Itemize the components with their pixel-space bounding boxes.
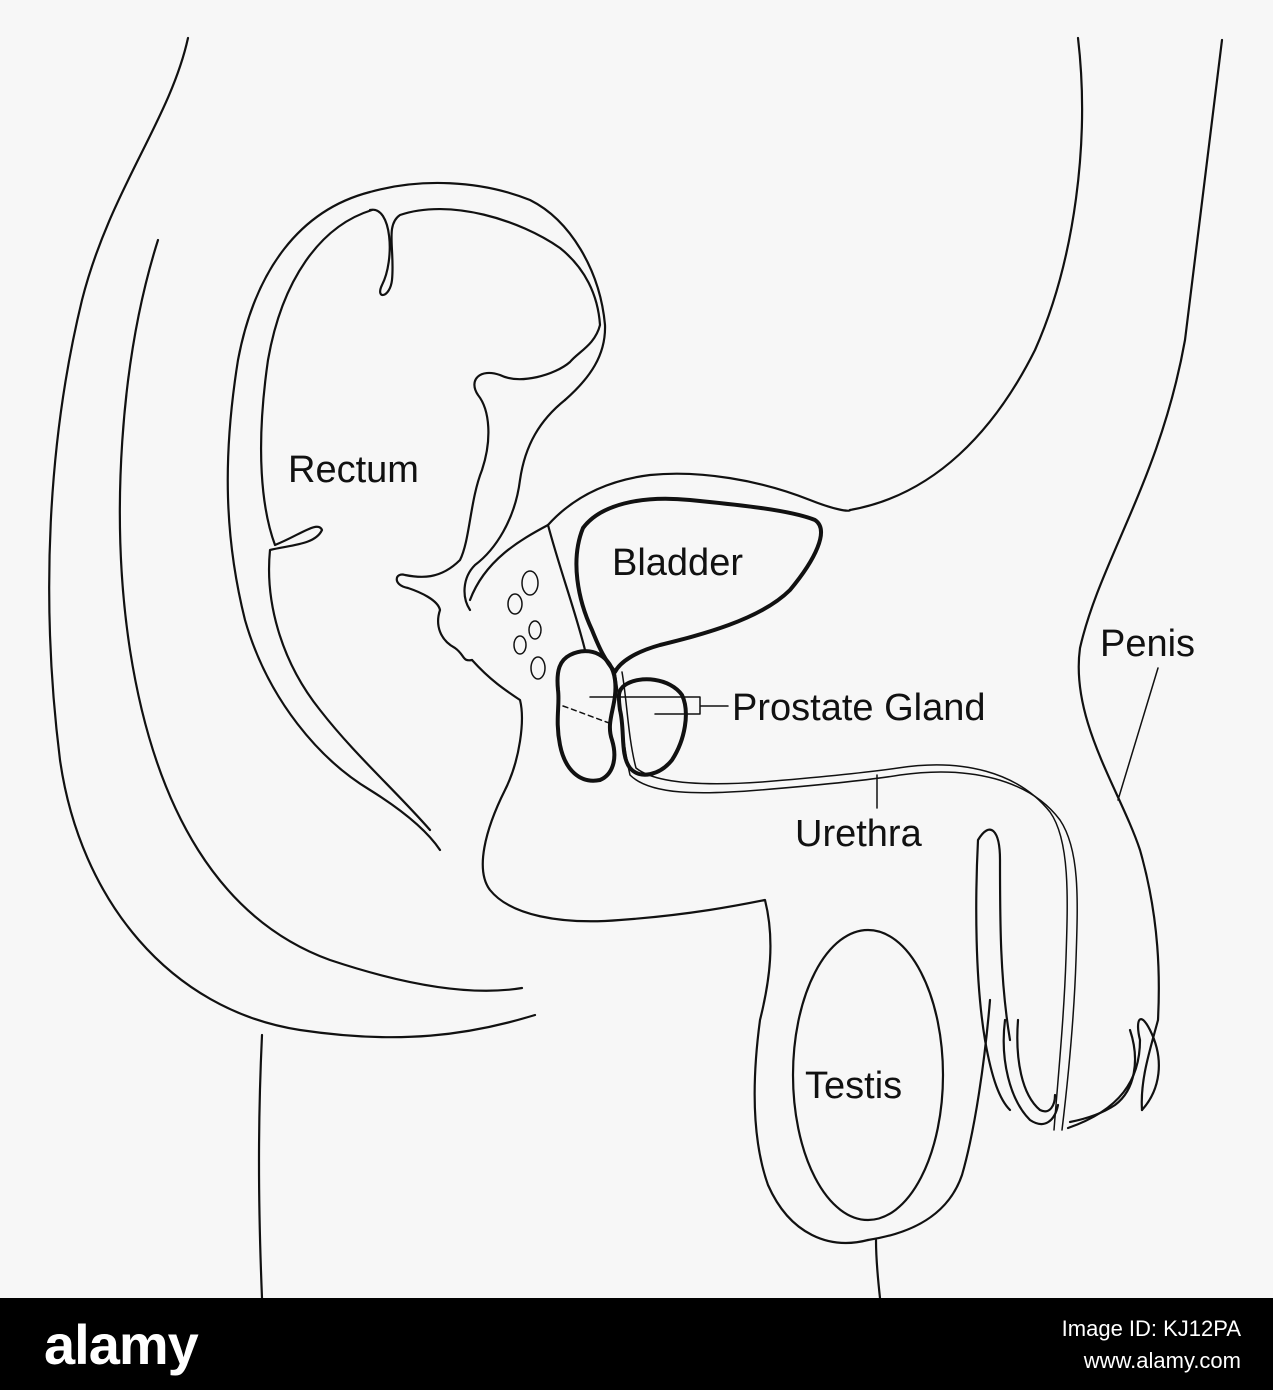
glans-inner <box>1017 1020 1135 1122</box>
seminal-vesicle-5 <box>531 657 545 679</box>
label-testis: Testis <box>805 1065 902 1107</box>
urethra-line-upper <box>615 672 1077 1130</box>
scrotum-base-line <box>876 1240 880 1298</box>
back-outline-inner <box>120 240 522 991</box>
watermark-image-id: Image ID: KJ12PA <box>1062 1316 1241 1342</box>
leg-line <box>259 1035 262 1298</box>
seminal-vesicle-1 <box>522 571 538 595</box>
penis-leader-line <box>1118 668 1158 800</box>
seminal-vesicle-4 <box>514 636 526 654</box>
rectum-wall-inner <box>261 210 430 830</box>
anatomy-diagram: Rectum Bladder Prostate Gland Penis Uret… <box>0 0 1273 1298</box>
label-urethra: Urethra <box>795 813 923 855</box>
belly-outline <box>850 38 1082 510</box>
label-penis: Penis <box>1100 623 1195 665</box>
label-rectum: Rectum <box>288 449 419 491</box>
glans-outer <box>1004 1019 1159 1128</box>
perineum-outline <box>472 660 868 1243</box>
prostate-lobe-left[interactable] <box>558 651 616 781</box>
alamy-logo: alamy <box>44 1312 198 1377</box>
prostate-dashed-divider <box>563 706 612 724</box>
watermark-site: www.alamy.com <box>1084 1348 1241 1374</box>
scrotum-outline <box>868 1000 990 1240</box>
bladder-shape[interactable] <box>576 499 821 672</box>
rectum-wall-outer <box>228 183 605 850</box>
seminal-vesicle-2 <box>508 594 522 614</box>
rectum-lower-wall <box>465 400 565 610</box>
label-bladder: Bladder <box>612 542 743 584</box>
epididymis <box>976 830 1010 1110</box>
label-prostate-gland: Prostate Gland <box>732 687 985 729</box>
seminal-vesicle-3 <box>529 621 541 639</box>
rectum-lumen <box>370 209 600 660</box>
watermark-bar: alamy Image ID: KJ12PA www.alamy.com <box>0 1298 1273 1390</box>
penis-outer-contour <box>1079 40 1222 1110</box>
